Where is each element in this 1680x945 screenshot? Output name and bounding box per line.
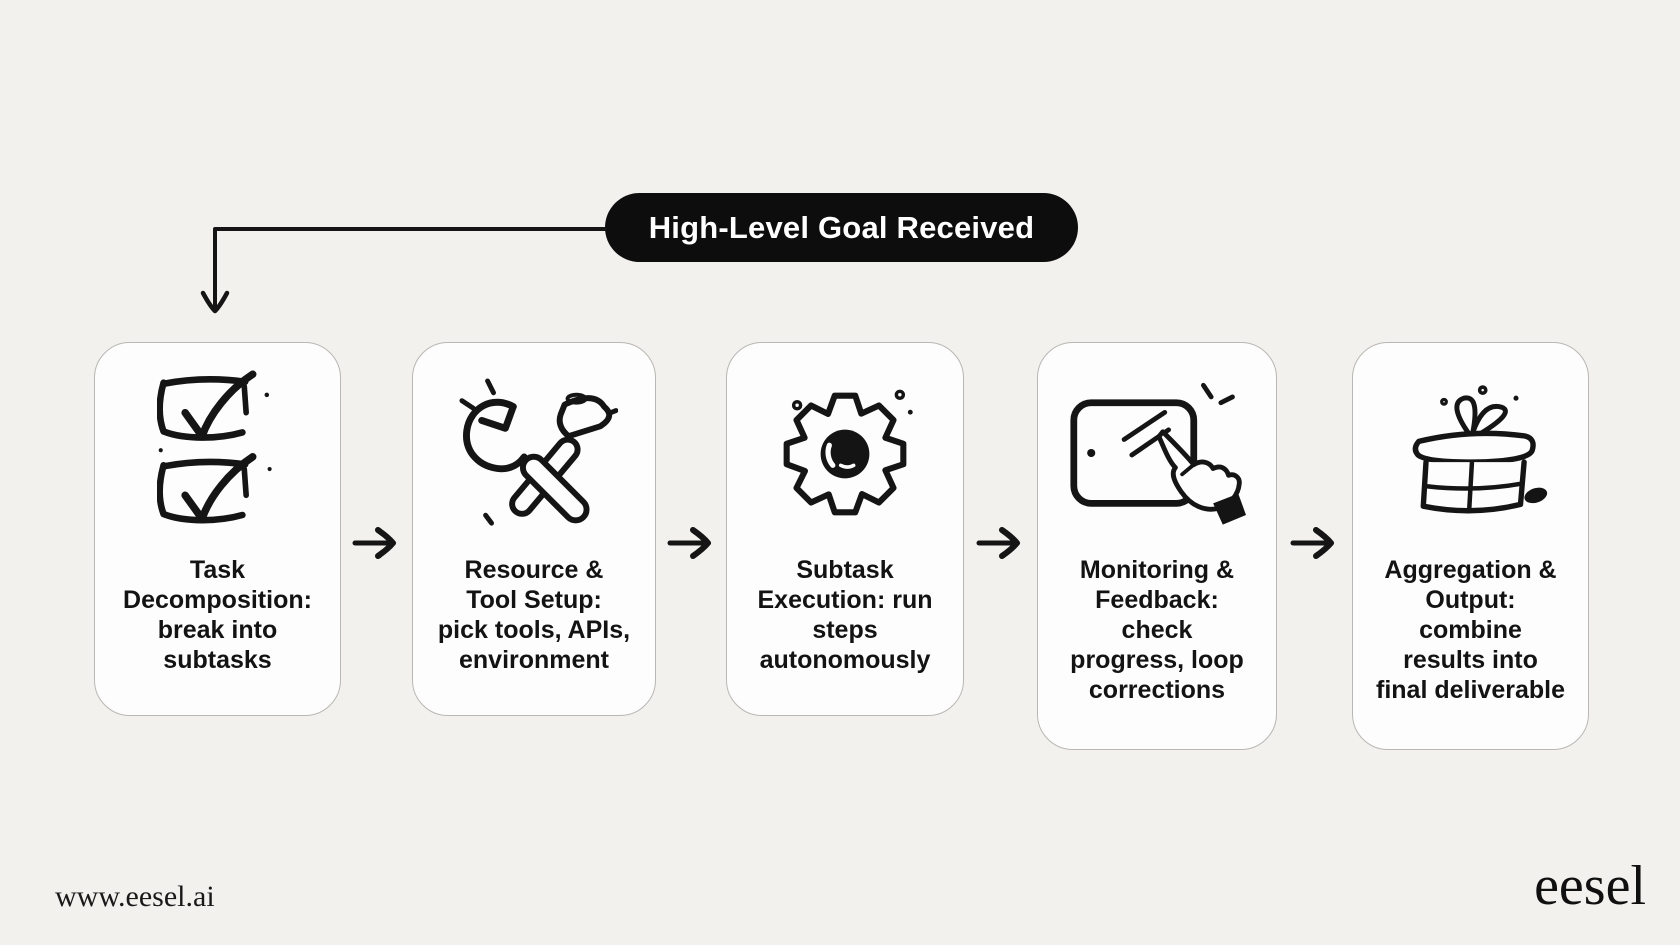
step-label: Task Decomposition: break into subtasks xyxy=(123,556,312,674)
flow-arrow-3 xyxy=(976,527,1020,559)
flow-arrow-1 xyxy=(352,527,396,559)
goal-connector-arrow xyxy=(200,227,607,314)
goal-pill: High-Level Goal Received xyxy=(605,193,1078,262)
step-label: Monitoring & Feedback: check progress, l… xyxy=(1070,556,1244,704)
gear-icon xyxy=(771,343,919,551)
footer-url: www.eesel.ai xyxy=(55,880,215,913)
step-label: Subtask Execution: run steps autonomousl… xyxy=(757,556,933,674)
goal-pill-label: High-Level Goal Received xyxy=(648,209,1035,245)
step-card-monitoring-feedback: Monitoring & Feedback: check progress, l… xyxy=(1037,342,1277,750)
step-card-task-decomposition: Task Decomposition: break into subtasks xyxy=(94,342,341,716)
flow-arrow-4 xyxy=(1290,527,1334,559)
step-card-subtask-execution: Subtask Execution: run steps autonomousl… xyxy=(726,342,964,716)
step-card-resource-tool-setup: Resource & Tool Setup: pick tools, APIs,… xyxy=(412,342,656,716)
gift-icon xyxy=(1390,343,1552,551)
flow-arrow-2 xyxy=(667,527,711,559)
monitor-touch-icon xyxy=(1068,343,1246,551)
step-label: Aggregation & Output: combine results in… xyxy=(1376,556,1565,704)
checklist-icon xyxy=(156,343,279,551)
step-card-aggregation-output: Aggregation & Output: combine results in… xyxy=(1352,342,1589,750)
step-label: Resource & Tool Setup: pick tools, APIs,… xyxy=(437,556,631,674)
tools-icon xyxy=(450,343,618,551)
brand-logo: eesel xyxy=(1534,855,1646,917)
